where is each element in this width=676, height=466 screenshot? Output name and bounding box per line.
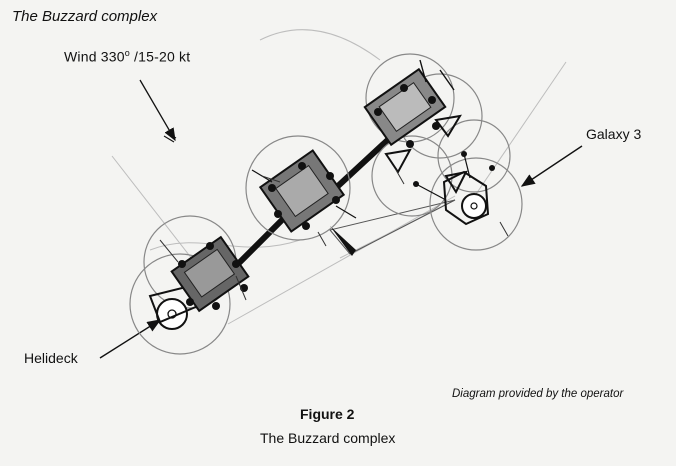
anchor-lines xyxy=(159,169,509,301)
figure-caption: The Buzzard complex xyxy=(260,430,396,446)
accommodation-platform xyxy=(170,235,250,313)
platform-bridges xyxy=(229,133,395,273)
diagram-credit: Diagram provided by the operator xyxy=(452,388,624,400)
flare-boom xyxy=(329,199,456,255)
wind-label: Wind 330o /15-20 kt xyxy=(64,48,190,65)
diagram-title: The Buzzard complex xyxy=(12,8,158,25)
wind-direction-text: Wind 330 xyxy=(64,48,125,65)
wind-arrow xyxy=(139,79,177,143)
wellhead-platform xyxy=(363,59,462,174)
figure-number: Figure 2 xyxy=(300,406,355,422)
galaxy-3-label: Galaxy 3 xyxy=(586,126,642,142)
flare-boom-dark xyxy=(330,226,356,256)
helideck-label: Helideck xyxy=(24,350,78,366)
galaxy-3-rig xyxy=(413,151,495,226)
degree-symbol: o xyxy=(124,48,130,58)
helideck-callout-arrow xyxy=(99,319,162,359)
production-platform xyxy=(251,149,357,233)
galaxy-callout-arrow xyxy=(520,145,583,187)
wind-speed-text: /15-20 kt xyxy=(129,48,191,65)
